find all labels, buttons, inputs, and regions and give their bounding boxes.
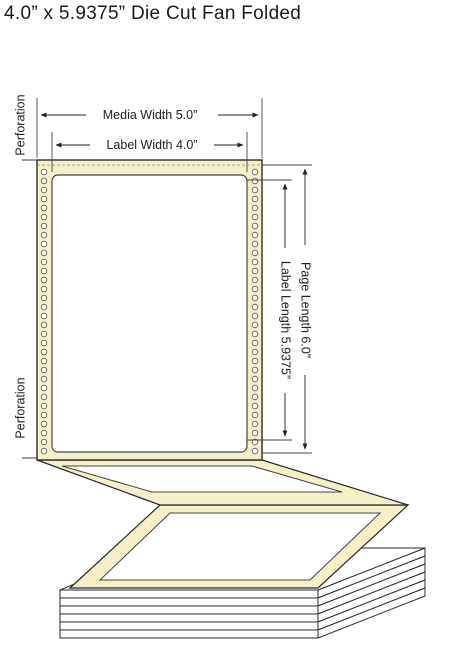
sprocket-hole (40, 240, 48, 248)
perforation-top-label: Perforation (13, 94, 27, 155)
sprocket-hole (251, 258, 259, 266)
label-face (51, 174, 248, 453)
sprocket-hole (251, 321, 259, 329)
sprocket-hole (251, 186, 259, 194)
sprocket-hole (40, 366, 48, 374)
sprocket-hole (40, 348, 48, 356)
sprocket-hole (251, 204, 259, 212)
sprocket-hole (251, 267, 259, 275)
sprocket-hole (251, 177, 259, 185)
sprocket-hole (251, 285, 259, 293)
sprocket-hole (40, 303, 48, 311)
sprocket-hole (251, 420, 259, 428)
page-length-label: Page Length 6.0” (299, 262, 313, 358)
sprocket-hole (40, 402, 48, 410)
sprocket-hole (40, 330, 48, 338)
label-width-dimension: Label Width 4.0” (51, 132, 248, 172)
sprocket-hole (40, 312, 48, 320)
sprocket-hole (40, 204, 48, 212)
sprocket-hole (40, 357, 48, 365)
sprocket-hole (251, 330, 259, 338)
sprocket-hole (40, 276, 48, 284)
sprocket-hole (40, 420, 48, 428)
label-length-label: Label Length 5.9375” (279, 261, 293, 379)
media-width-dimension: Media Width 5.0” (36, 98, 263, 158)
sprocket-hole (251, 312, 259, 320)
sprocket-hole (251, 366, 259, 374)
sprocket-hole (40, 393, 48, 401)
sprocket-hole (251, 231, 259, 239)
page-title: 4.0” x 5.9375” Die Cut Fan Folded (4, 3, 302, 24)
sprocket-hole (40, 285, 48, 293)
sprocket-hole (40, 195, 48, 203)
sprocket-hole (40, 249, 48, 257)
sprocket-hole (251, 339, 259, 347)
sprocket-hole (251, 222, 259, 230)
sprocket-hole (251, 249, 259, 257)
sprocket-hole (251, 375, 259, 383)
sprocket-hole (40, 294, 48, 302)
sprocket-hole (251, 429, 259, 437)
page-length-dimension: Page Length 6.0” (262, 164, 313, 454)
sprocket-hole (251, 348, 259, 356)
sprocket-hole (40, 339, 48, 347)
sprocket-hole (251, 393, 259, 401)
sprocket-hole (40, 177, 48, 185)
sprocket-hole (251, 411, 259, 419)
sprocket-hole (251, 384, 259, 392)
perforation-callout-bottom: Perforation (13, 377, 37, 459)
perforation-callout-top: Perforation (13, 94, 37, 161)
perforation-bottom-label: Perforation (13, 377, 27, 438)
label-width-label: Label Width 4.0” (106, 138, 197, 152)
sprocket-hole (251, 447, 259, 455)
sprocket-hole (251, 213, 259, 221)
sprocket-hole (40, 321, 48, 329)
folded-panel-middle (36, 459, 409, 506)
sprocket-hole (40, 375, 48, 383)
sprocket-hole (40, 168, 48, 176)
sprocket-hole (40, 429, 48, 437)
sprocket-hole (40, 231, 48, 239)
sprocket-hole (40, 186, 48, 194)
sprocket-hole (40, 384, 48, 392)
sprocket-hole (40, 411, 48, 419)
sprocket-hole (251, 357, 259, 365)
sprocket-hole (40, 258, 48, 266)
sprocket-hole (251, 276, 259, 284)
sprocket-holes-right (251, 168, 259, 455)
sprocket-hole (251, 168, 259, 176)
sprocket-hole (251, 240, 259, 248)
sprocket-hole (40, 222, 48, 230)
sprocket-hole (251, 294, 259, 302)
sprocket-hole (251, 303, 259, 311)
sprocket-hole (251, 402, 259, 410)
sprocket-holes-left (40, 168, 48, 455)
sprocket-hole (40, 213, 48, 221)
sprocket-hole (251, 195, 259, 203)
label-length-dimension: Label Length 5.9375” (247, 179, 293, 441)
sprocket-hole (40, 267, 48, 275)
sprocket-hole (40, 438, 48, 446)
sprocket-hole (251, 438, 259, 446)
sprocket-hole (40, 447, 48, 455)
front-sheet (36, 159, 263, 461)
media-width-label: Media Width 5.0” (103, 108, 197, 122)
